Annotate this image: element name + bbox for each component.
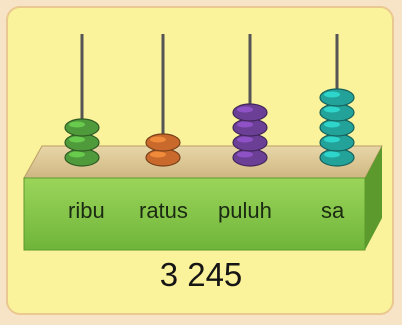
- rod-ribu: [64, 34, 100, 167]
- bead-ribu: [64, 118, 100, 137]
- abacus-base-side: [365, 146, 382, 250]
- bead-highlight: [150, 136, 166, 143]
- rod-ratus: [145, 34, 181, 167]
- place-label-ribu: ribu: [68, 198, 105, 223]
- bead-highlight: [324, 121, 340, 128]
- bead-highlight: [324, 91, 340, 98]
- place-label-puluh: puluh: [218, 198, 272, 223]
- abacus-base-front: [23, 177, 366, 251]
- place-label-ratus: ratus: [139, 198, 188, 223]
- rod-stick-ratus: [161, 34, 165, 162]
- rod-stick-puluh: [248, 34, 252, 162]
- bead-highlight: [324, 106, 340, 113]
- bead-puluh: [232, 103, 268, 122]
- abacus-rods: [64, 34, 355, 167]
- abacus-number: 3 245: [159, 256, 243, 293]
- bead-highlight: [237, 151, 253, 158]
- rod-stick-ribu: [80, 34, 84, 162]
- bead-highlight: [237, 106, 253, 113]
- rod-sa: [319, 34, 355, 167]
- place-label-sa: sa: [321, 198, 345, 223]
- bead-highlight: [69, 151, 85, 158]
- bead-highlight: [150, 151, 166, 158]
- bead-highlight: [237, 136, 253, 143]
- rod-puluh: [232, 34, 268, 167]
- bead-highlight: [69, 136, 85, 143]
- bead-sa: [319, 88, 355, 107]
- bead-highlight: [69, 121, 85, 128]
- bead-highlight: [324, 151, 340, 158]
- bead-ratus: [145, 133, 181, 152]
- bead-highlight: [237, 121, 253, 128]
- bead-highlight: [324, 136, 340, 143]
